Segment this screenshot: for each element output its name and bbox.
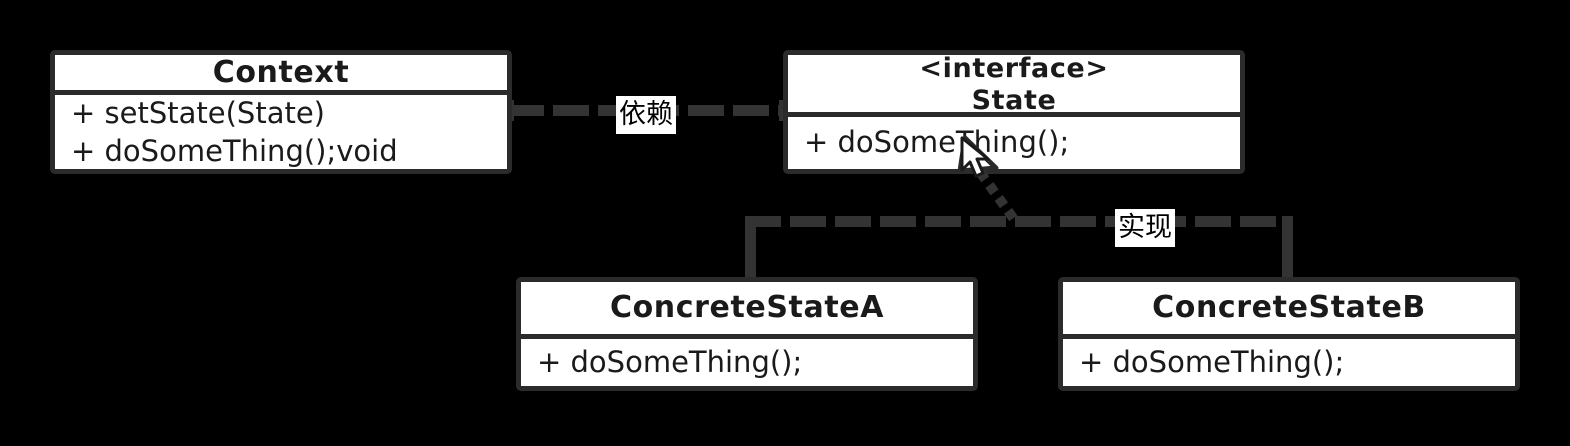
- realization-drop-concrete-a: [745, 216, 756, 282]
- realization-bus-line: [745, 216, 1293, 227]
- class-divider-context: [55, 90, 507, 96]
- class-box-context[interactable]: Context + setState(State) + doSomeThing(…: [50, 50, 512, 174]
- realization-label: 实现: [1115, 209, 1175, 247]
- class-divider-concrete-state-b: [1063, 334, 1515, 339]
- member-row: + doSomeThing();: [804, 125, 1070, 160]
- class-name-concrete-state-b: ConcreteStateB: [1152, 290, 1426, 326]
- class-members-context: + setState(State) + doSomeThing();void: [55, 95, 507, 169]
- member-row: + doSomeThing();: [537, 344, 803, 379]
- class-members-concrete-state-b: + doSomeThing();: [1063, 339, 1515, 386]
- class-name-concrete-state-a: ConcreteStateA: [609, 290, 885, 326]
- class-box-state[interactable]: <interface> State + doSomeThing();: [783, 50, 1245, 174]
- class-title-concrete-state-b: ConcreteStateB: [1063, 282, 1515, 334]
- class-box-concrete-state-b[interactable]: ConcreteStateB + doSomeThing();: [1058, 277, 1520, 391]
- mouse-pointer-icon: [960, 136, 990, 178]
- dependency-label: 依赖: [616, 96, 676, 134]
- class-title-context: Context: [55, 55, 507, 90]
- class-members-concrete-state-a: + doSomeThing();: [521, 339, 973, 386]
- member-row: + doSomeThing();: [1079, 344, 1345, 379]
- realization-drop-concrete-b: [1282, 216, 1293, 282]
- class-members-state: + doSomeThing();: [788, 117, 1240, 169]
- class-stereotype-state: <interface>: [919, 52, 1109, 84]
- member-row: + doSomeThing();void: [71, 133, 398, 168]
- class-divider-state: [788, 112, 1240, 117]
- class-name-context: Context: [212, 55, 350, 90]
- class-name-state: State: [971, 84, 1057, 116]
- class-box-concrete-state-a[interactable]: ConcreteStateA + doSomeThing();: [516, 277, 978, 391]
- class-divider-concrete-state-a: [521, 334, 973, 339]
- class-title-state: <interface> State: [788, 52, 1240, 116]
- class-title-concrete-state-a: ConcreteStateA: [521, 282, 973, 334]
- member-row: + setState(State): [71, 96, 325, 131]
